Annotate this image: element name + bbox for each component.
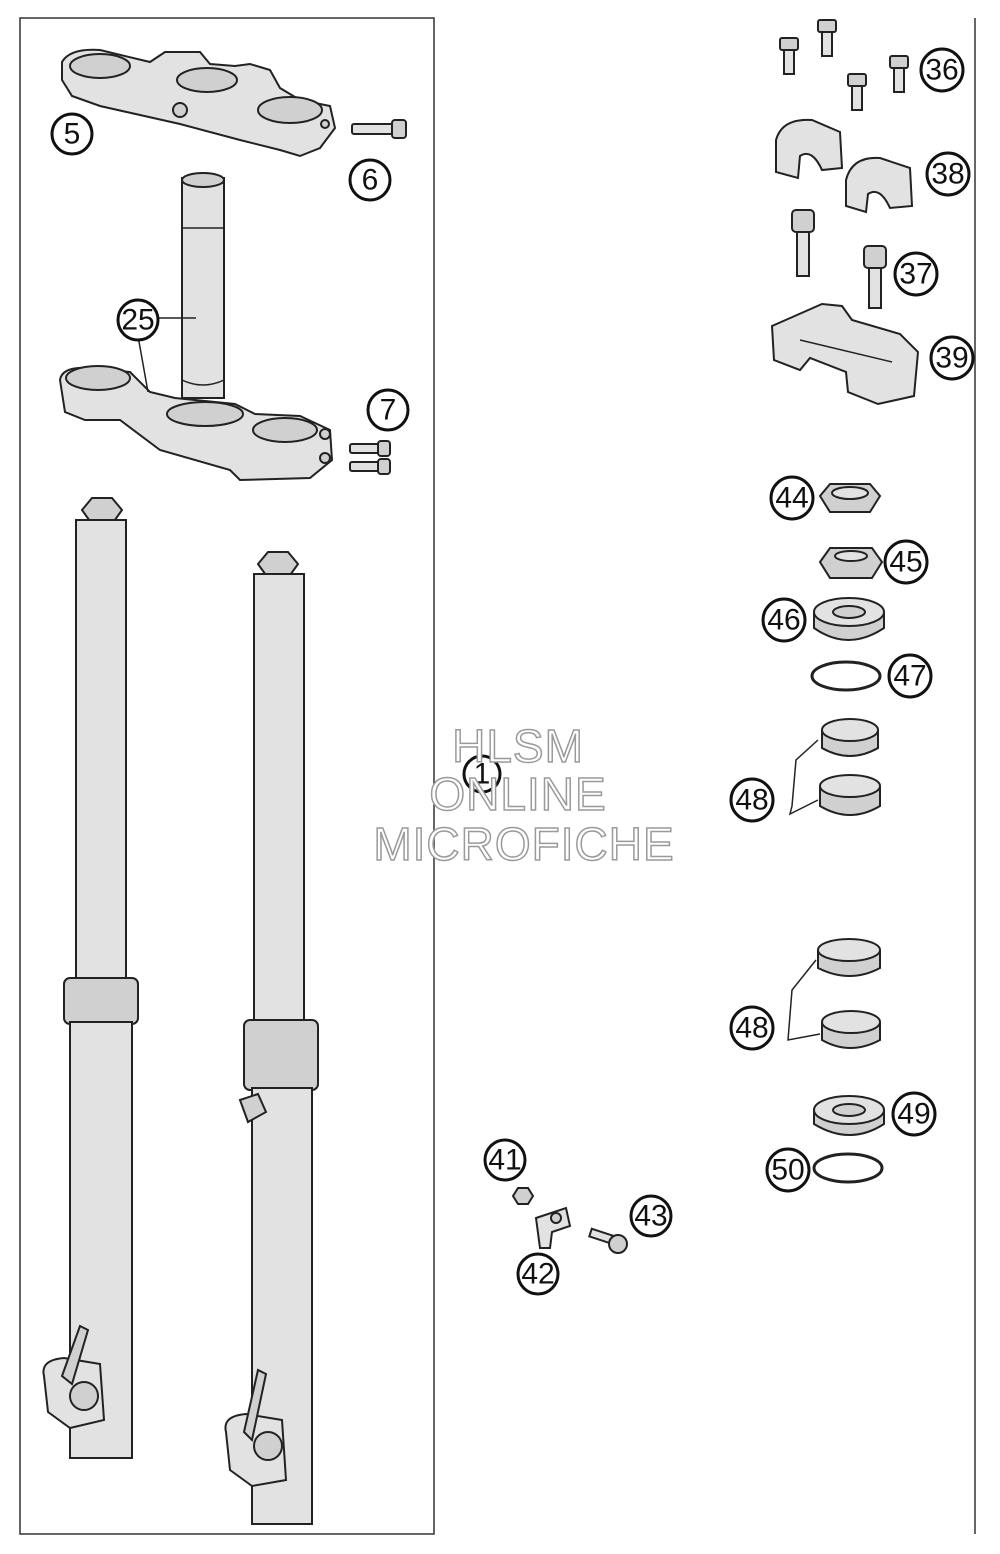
handlebar-clamp-base-39 (770, 302, 920, 406)
watermark-line-1: HLSM (452, 720, 584, 772)
callout-label: 43 (634, 1200, 667, 1233)
fork-leg-right (224, 551, 319, 1525)
watermark-line-3: MICROFICHE (373, 818, 674, 870)
nut-44 (818, 483, 882, 513)
callout-label: 49 (897, 1098, 930, 1131)
nut-41 (511, 1187, 535, 1205)
callout-label: 48 (735, 784, 768, 817)
callout-label: 25 (121, 304, 154, 337)
clamp-bolts-7 (349, 440, 391, 475)
callout-label: 37 (899, 258, 932, 291)
upper-triple-clamp (61, 48, 337, 158)
callout-label: 5 (64, 118, 81, 151)
clamp-bolts-37 (791, 209, 887, 309)
clamp-bolt-6 (351, 119, 407, 139)
callout-label: 45 (889, 546, 922, 579)
callout-label: 6 (362, 164, 379, 197)
callout-label: 36 (925, 54, 958, 87)
handlebar-clamp-tops-38 (775, 118, 914, 214)
fork-leg-left (42, 497, 139, 1459)
nut-45 (818, 547, 884, 579)
bracket-42 (534, 1206, 572, 1249)
callout-label: 48 (735, 1012, 768, 1045)
callout-label: 42 (521, 1258, 554, 1291)
o-ring-50 (812, 1152, 884, 1184)
bearing-48-top (788, 718, 881, 816)
callout-label: 41 (488, 1144, 521, 1177)
bearing-48-bottom (787, 938, 881, 1049)
callout-label: 38 (931, 158, 964, 191)
callout-label: 39 (935, 342, 968, 375)
callout-label: 47 (893, 660, 926, 693)
callout-label: 50 (771, 1154, 804, 1187)
fork-assembly-frame (19, 17, 435, 1535)
callout-label: 44 (775, 482, 808, 515)
o-ring-47 (810, 660, 882, 692)
lower-triple-clamp (58, 365, 334, 482)
watermark: HLSM ONLINE MICROFICHE (373, 719, 675, 871)
bolt-43 (588, 1227, 628, 1254)
seal-49 (813, 1095, 885, 1136)
steering-stem (181, 172, 225, 399)
watermark-line-2: ONLINE (429, 768, 606, 820)
callout-label: 46 (767, 604, 800, 637)
washer-46 (813, 597, 885, 641)
bolts-36 (779, 19, 909, 111)
leader-lines (137, 317, 196, 393)
callout-label: 7 (380, 394, 397, 427)
callout-label: 1 (474, 758, 491, 791)
callout-markers (50, 47, 975, 1296)
